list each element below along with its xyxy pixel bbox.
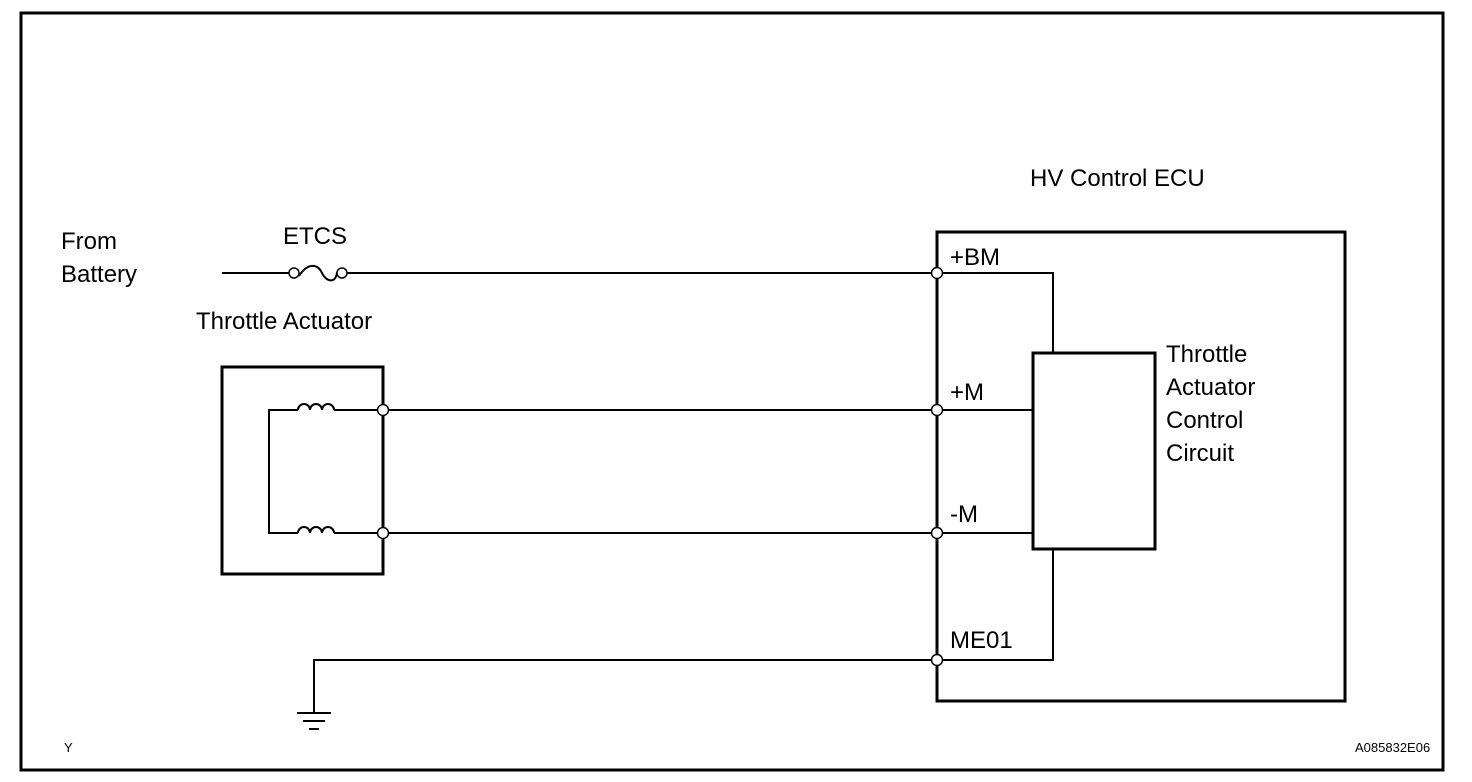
pin-m-minus-label: -M [950,501,978,528]
circuit-label-line-3: Control [1166,407,1243,434]
actuator-box [220,365,385,576]
fuse-label: ETCS [283,223,347,250]
actuator-terminal-minus [376,526,390,540]
ecu-label: HV Control ECU [1030,165,1205,192]
motor-coil-lower [297,526,335,534]
actuator-label: Throttle Actuator [196,308,372,335]
pin-bm-label: +BM [950,244,1000,271]
from-label: From [61,228,117,255]
corner-mark: Y [64,740,73,755]
fuse-terminal-left [288,267,300,279]
circuit-label-line-4: Circuit [1166,440,1234,467]
outer-frame [19,11,1445,772]
pin-m-plus-label: +M [950,379,984,406]
actuator-terminal-plus [376,403,390,417]
pin-me01-terminal [930,653,944,667]
actuator-internal-wire [268,409,298,534]
internal-me01-wire [943,549,1054,661]
circuit-label-line-2: Actuator [1166,374,1255,401]
fuse-terminal-right [336,267,348,279]
figure-code: A085832E06 [1355,740,1430,755]
ground-wire [313,659,931,712]
control-circuit-box [1031,351,1157,551]
pin-m-plus-terminal [930,403,944,417]
battery-label: Battery [61,261,137,288]
fuse-symbol [298,264,338,282]
motor-coil-upper [297,403,335,411]
pin-m-minus-terminal [930,526,944,540]
internal-bm-wire [943,272,1054,353]
pin-bm-terminal [930,266,944,280]
pin-me01-label: ME01 [950,627,1013,654]
ecu-box [935,230,1347,703]
circuit-label-line-1: Throttle [1166,341,1247,368]
